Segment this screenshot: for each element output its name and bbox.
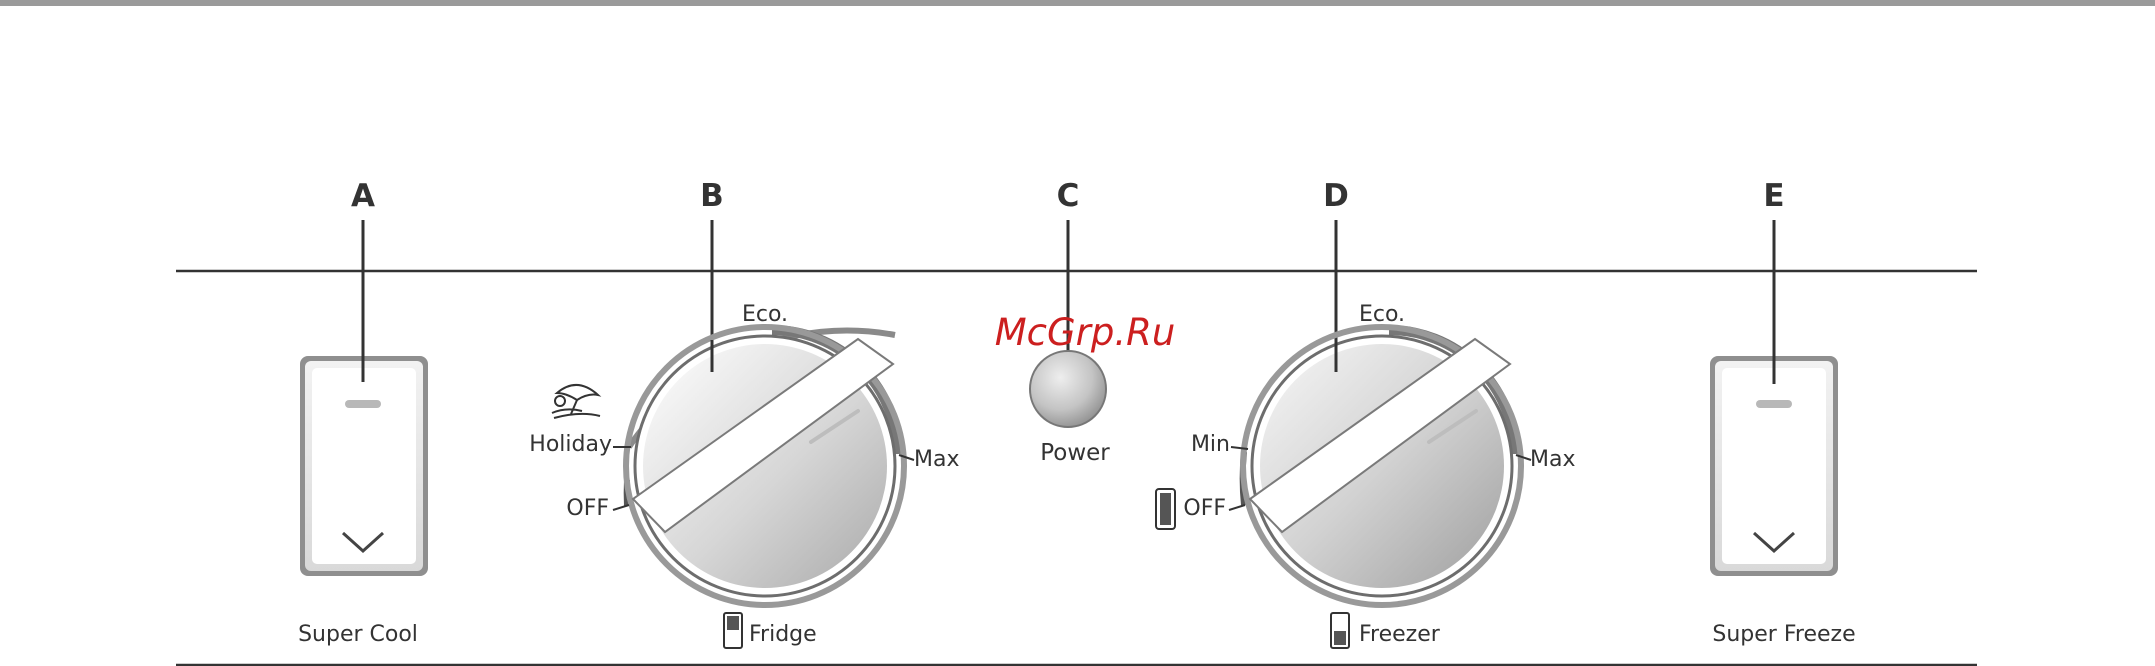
fridge-off-label: OFF	[566, 496, 609, 521]
super-freeze-button[interactable]	[1710, 356, 1838, 576]
fridge-compartment-icon	[724, 613, 742, 648]
fridge-holiday-label: Holiday	[529, 432, 612, 457]
callout-a: A	[351, 178, 375, 214]
callout-b: B	[700, 178, 724, 214]
freezer-compartment-icon	[1331, 613, 1349, 648]
super-freeze-label: Super Freeze	[1712, 622, 1855, 647]
callout-c: C	[1057, 178, 1080, 214]
super-cool-button[interactable]	[300, 356, 428, 576]
freezer-off-tick	[1229, 505, 1245, 510]
freezer-min-label: Min	[1191, 432, 1230, 457]
freezer-max-label: Max	[1530, 447, 1575, 472]
power-indicator	[1030, 351, 1106, 427]
fridge-label: Fridge	[749, 622, 817, 647]
freezer-off-switch-icon	[1156, 489, 1175, 529]
super-freeze-indicator-light	[1756, 400, 1792, 408]
freezer-eco-label: Eco.	[1359, 302, 1405, 327]
fridge-off-tick	[613, 505, 629, 510]
callout-e: E	[1763, 178, 1784, 214]
freezer-label: Freezer	[1359, 622, 1441, 647]
watermark-text: McGrp.Ru	[995, 311, 1176, 354]
freezer-off-label: OFF	[1183, 496, 1226, 521]
fridge-dial[interactable]	[633, 336, 895, 596]
fridge-max-label: Max	[914, 447, 959, 472]
fridge-eco-label: Eco.	[742, 302, 788, 327]
super-cool-indicator-light	[345, 400, 381, 408]
power-label: Power	[1040, 440, 1110, 466]
super-cool-label: Super Cool	[298, 622, 418, 647]
callout-d: D	[1323, 178, 1349, 214]
freezer-dial[interactable]	[1250, 336, 1512, 596]
beach-umbrella-icon	[552, 385, 600, 418]
